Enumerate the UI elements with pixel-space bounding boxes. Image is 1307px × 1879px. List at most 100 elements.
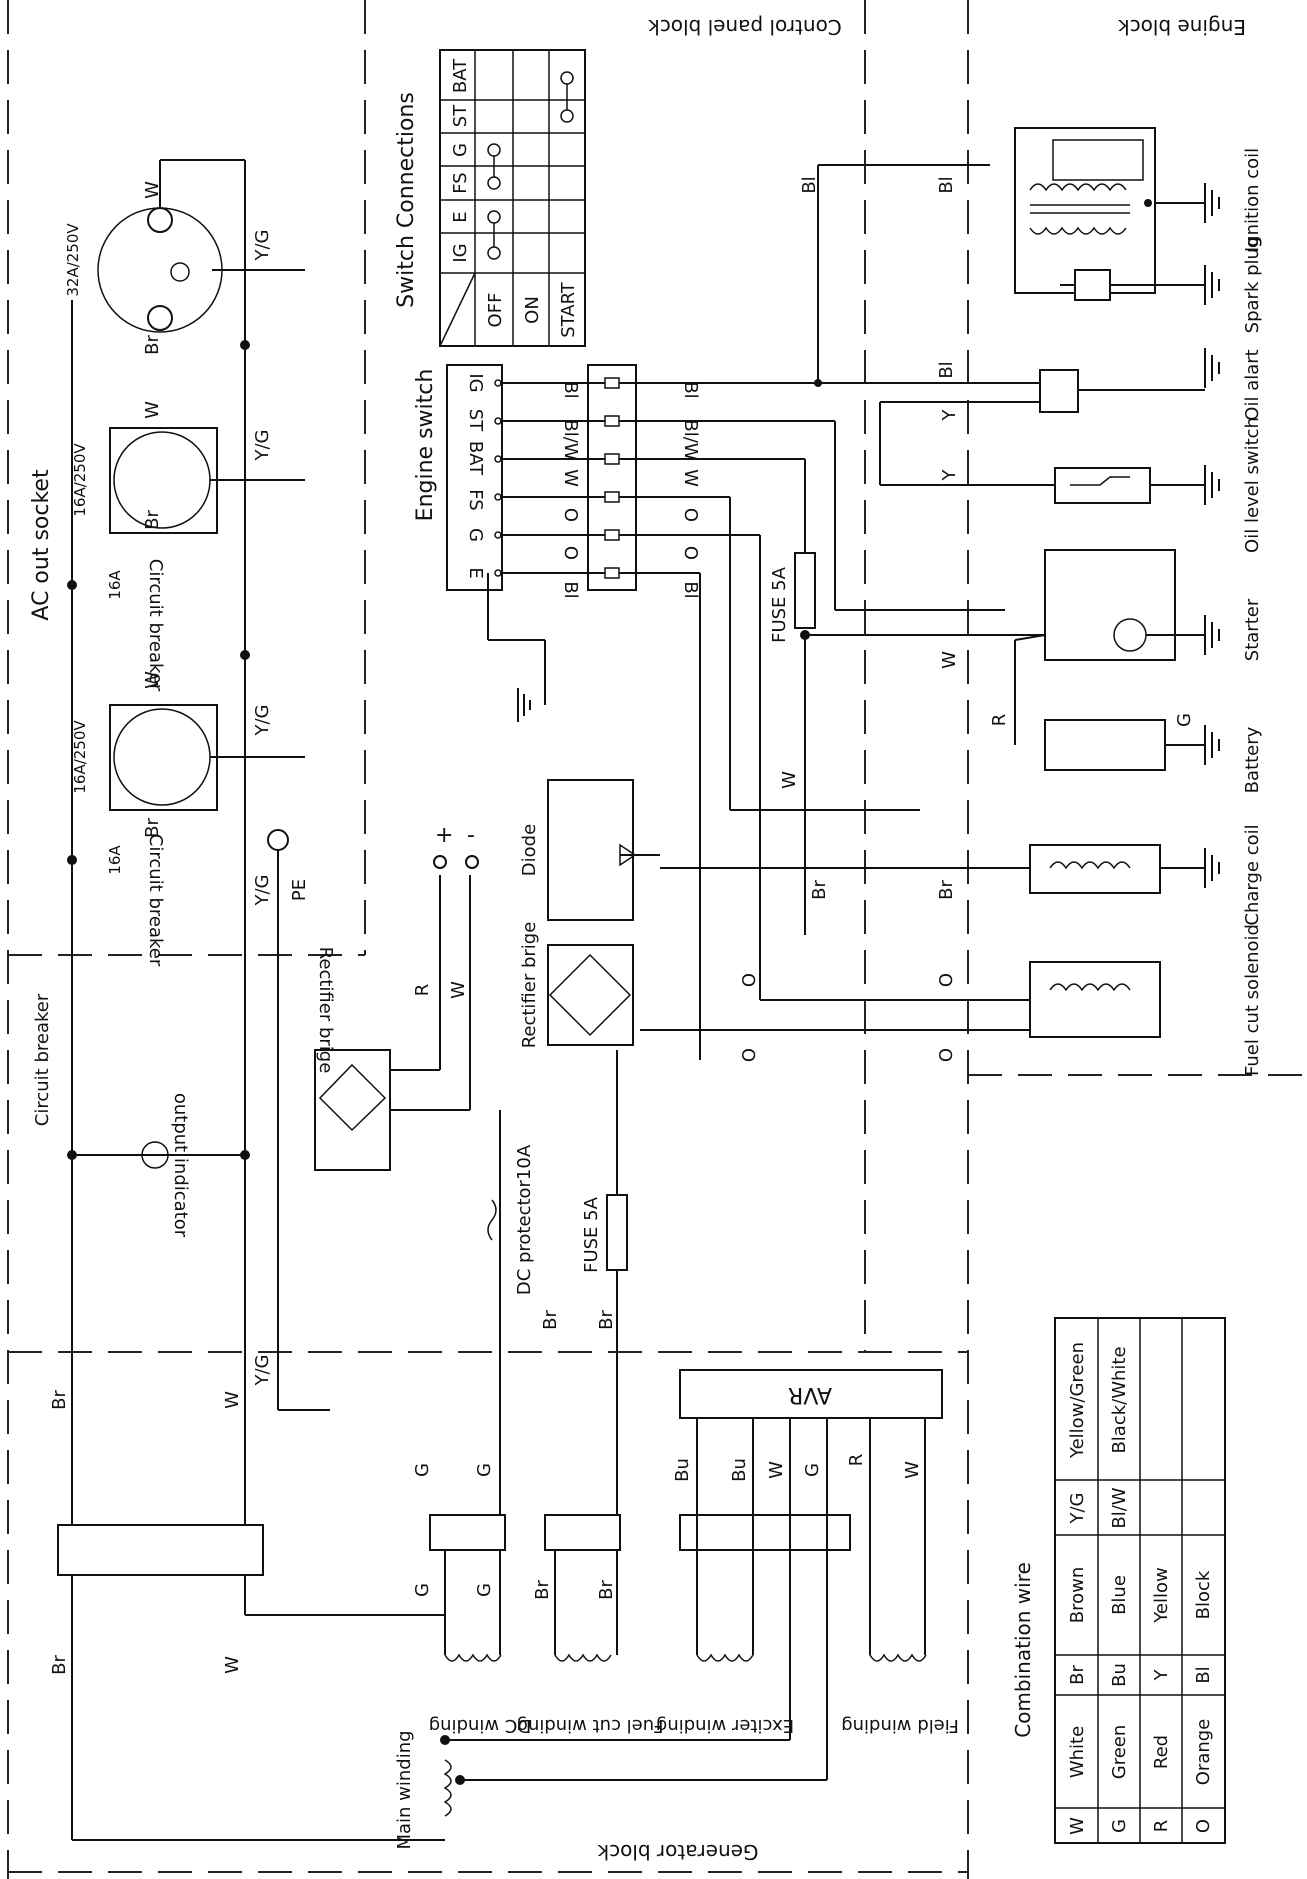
wire-label-br: Br: [596, 1310, 617, 1330]
ignition-coil-label: Ignition coil: [1242, 148, 1263, 252]
battery-label: Battery: [1242, 726, 1263, 793]
oil-alert-label: Oil alart: [1242, 349, 1263, 420]
legend-code-y: Y: [1151, 1669, 1172, 1682]
charge-coil-label: Charge coil: [1242, 824, 1263, 925]
wire-label-w: W: [779, 771, 800, 789]
avr-label: AVR: [788, 1382, 832, 1407]
plus-terminal: +: [435, 823, 453, 848]
wire-label-o: O: [936, 1048, 957, 1062]
legend-name-block: Block: [1193, 1570, 1214, 1619]
breaker-16a-1-rating: 16A: [106, 570, 124, 600]
wire-label-g: G: [802, 1463, 823, 1477]
wire-label-o: O: [560, 508, 581, 522]
switch-wires: [487, 164, 1045, 1060]
wire-label-br: Br: [532, 1580, 553, 1600]
main-winding-label: Main winding: [394, 1730, 415, 1849]
switch-connections-title: Switch Connections: [394, 92, 419, 308]
wire-label-g: G: [474, 1583, 495, 1597]
wire-label-br: Br: [142, 335, 163, 355]
wire-label-w: W: [142, 671, 163, 689]
engine-switch-terminals: IG ST BAT FS G E: [465, 373, 486, 578]
junction-dot: [67, 580, 77, 590]
generator-wires: [444, 1418, 926, 1781]
ac-bus-wires: [71, 160, 445, 1841]
pe-label: PE: [289, 879, 310, 901]
fuse-5a-lower-label: FUSE 5A: [581, 1196, 602, 1273]
legend-name-black-white: Black/White: [1109, 1346, 1130, 1453]
charge-coil: [1029, 844, 1205, 894]
fuel-cut-connector: [544, 1514, 621, 1551]
wire-label-blw: Bl/W: [560, 419, 581, 460]
plus-post: [433, 855, 447, 869]
fuse-5a-panel: [794, 552, 816, 629]
wire-label-w: W: [766, 1461, 787, 1479]
wire-label-o: O: [680, 546, 701, 560]
wire-label-w: W: [448, 981, 469, 999]
legend-name-yellow: Yellow: [1151, 1567, 1172, 1623]
ground-symbol: [1204, 725, 1220, 765]
oil-level-switch: [880, 467, 1205, 504]
wire-label-bl: Bl: [936, 361, 957, 378]
pe-terminal: [267, 829, 289, 851]
output-indicator-lamp: [141, 1141, 169, 1169]
switch-col-e: E: [450, 211, 471, 222]
wire-label-o: O: [936, 973, 957, 987]
avr-box: [679, 1369, 943, 1419]
wire-label-w: W: [560, 469, 581, 487]
wire-label-w: W: [222, 1391, 243, 1409]
fuse-5a-panel-label: FUSE 5A: [769, 566, 790, 643]
wire-label-bl: Bl: [560, 381, 581, 398]
wire-label-br: Br: [936, 880, 957, 900]
socket-32a: [97, 159, 305, 333]
ground-symbol: [1204, 615, 1220, 655]
engine-wires: [640, 809, 1030, 1031]
junction-dot: [814, 379, 822, 387]
junction-dot: [455, 1775, 465, 1785]
legend-code-br: Br: [1067, 1665, 1088, 1685]
wire-label-o: O: [739, 1048, 760, 1062]
minus-terminal: -: [467, 823, 475, 848]
circuit-breaker-main-label: Circuit breaker: [32, 993, 53, 1126]
wire-label-br: Br: [142, 510, 163, 530]
wire-label-br: Br: [596, 1580, 617, 1600]
fuse-5a-lower: [606, 1194, 628, 1271]
switch-row-on: ON: [522, 296, 543, 324]
socket-32a-rating: 32A/250V: [64, 223, 82, 297]
wire-label-w: W: [680, 469, 701, 487]
wire-label-yg: Y/G: [252, 429, 273, 461]
legend-code-yg: Y/G: [1067, 1492, 1088, 1524]
terminal-e: E: [465, 567, 486, 578]
junction-dot: [440, 1735, 450, 1745]
terminal-st: ST: [465, 409, 486, 432]
socket-16a-2-rating: 16A/250V: [71, 720, 89, 794]
block-boundaries: [7, 0, 1307, 1879]
wire-label-bl: Bl: [936, 176, 957, 193]
legend-name-green: Green: [1109, 1725, 1130, 1780]
wire-label-w: W: [142, 181, 163, 199]
combination-wire-cells: W White Br Brown Y/G Yellow/Green G Gree…: [1067, 1342, 1214, 1835]
connector-block: [587, 364, 637, 591]
wire-label-yg: Y/G: [252, 874, 273, 906]
legend-code-bl: Bl: [1193, 1666, 1214, 1683]
legend-name-yellow-green: Yellow/Green: [1067, 1342, 1088, 1459]
wire-label-w: W: [939, 651, 960, 669]
wire-label-r: R: [846, 1454, 867, 1467]
dc-winding-label: DC winding: [429, 1715, 532, 1736]
rectifier-engine: [547, 944, 634, 1046]
ac-out-socket-title: AC out socket: [29, 469, 54, 621]
legend-code-o: O: [1193, 1819, 1214, 1833]
wire-label-o: O: [739, 973, 760, 987]
junction-dot: [240, 1150, 250, 1160]
socket-16a-1-rating: 16A/250V: [71, 443, 89, 517]
wire-label-o: O: [680, 508, 701, 522]
rectifier-engine-label: Rectifier brige: [519, 922, 540, 1049]
junction-dot: [67, 1150, 77, 1160]
wire-label-g: G: [412, 1583, 433, 1597]
wire-label-r: R: [412, 984, 433, 997]
dc-protector-label: DC protector10A: [514, 1144, 535, 1295]
wire-label-w: W: [142, 401, 163, 419]
wire-label-w: W: [902, 1461, 923, 1479]
oil-alert: [879, 369, 1205, 485]
legend-name-brown: Brown: [1067, 1567, 1088, 1624]
engine-switch-title: Engine switch: [413, 369, 438, 522]
